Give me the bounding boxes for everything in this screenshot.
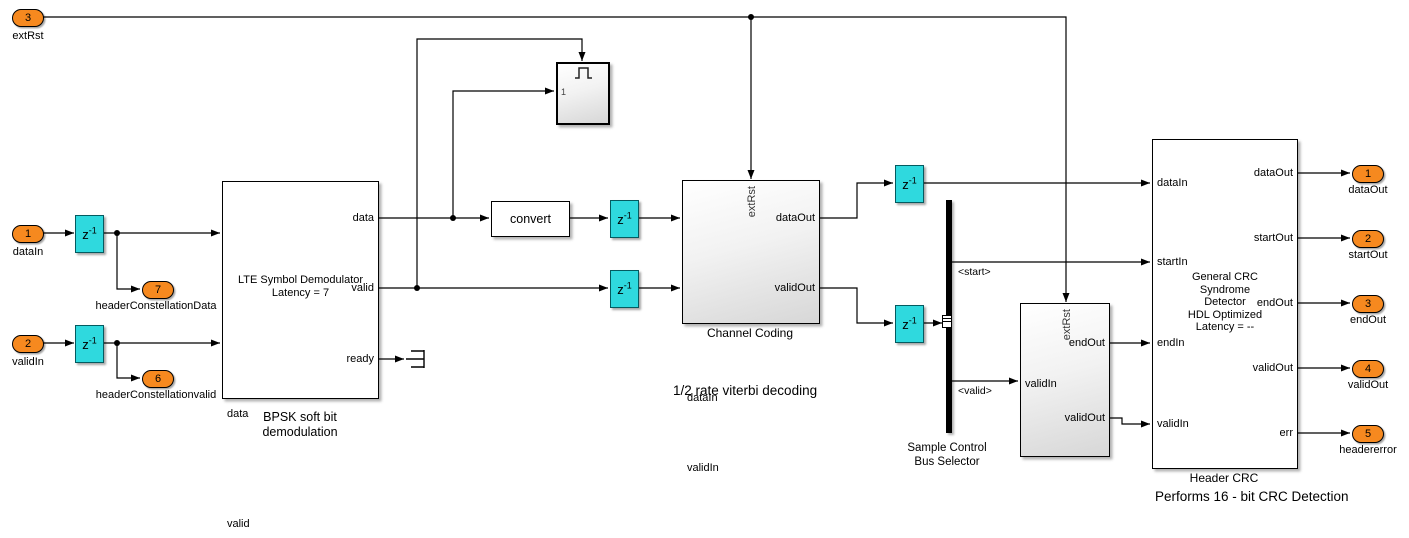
bus-selector-start-signal-label: <start> bbox=[958, 266, 991, 278]
branch-dots bbox=[114, 14, 754, 346]
outport-headerConstellationData[interactable]: 7 bbox=[142, 281, 174, 299]
outport-headererror-label: headererror bbox=[1339, 444, 1397, 456]
crc-in-startIn: startIn bbox=[1157, 256, 1188, 268]
inport-validIn-label: validIn bbox=[12, 356, 44, 368]
delay-block-data-out[interactable]: z-1 bbox=[895, 165, 924, 203]
demod-out-data: data bbox=[352, 212, 374, 224]
crc-out-dataOut: dataOut bbox=[1253, 167, 1293, 179]
channel-coding-out-dataOut: dataOut bbox=[775, 212, 815, 224]
crc-out-startOut: startOut bbox=[1253, 232, 1293, 244]
demod-in-valid: valid bbox=[227, 518, 250, 530]
delay-block-data-in[interactable]: z-1 bbox=[75, 215, 104, 253]
header-crc-caption: Header CRC bbox=[1189, 471, 1259, 485]
outport-startOut[interactable]: 2 bbox=[1352, 230, 1384, 248]
delay-block-valid-in[interactable]: z-1 bbox=[75, 325, 104, 363]
delay-block-data-mid[interactable]: z-1 bbox=[610, 200, 639, 238]
pulse-trigger-icon bbox=[575, 67, 592, 79]
crc-out-err: err bbox=[1279, 427, 1293, 439]
outport-validOut[interactable]: 4 bbox=[1352, 360, 1384, 378]
inport-validIn[interactable]: 2 bbox=[12, 335, 44, 353]
inport-dataIn-label: dataIn bbox=[12, 246, 44, 258]
outport-endOut[interactable]: 3 bbox=[1352, 295, 1384, 313]
demod-out-valid: valid bbox=[351, 282, 374, 294]
terminator-block[interactable] bbox=[406, 350, 425, 368]
channel-coding-out-validOut: validOut bbox=[774, 282, 815, 294]
sync-in-validIn: validIn bbox=[1025, 378, 1057, 390]
channel-coding-in-extRst: extRst bbox=[746, 186, 758, 218]
demod-caption: BPSK soft bit demodulation bbox=[262, 410, 338, 439]
outport-headerConstellationvalid[interactable]: 6 bbox=[142, 370, 174, 388]
sync-out-endOut: endOut bbox=[1068, 337, 1105, 349]
bus-selector-caption: Sample Control Bus Selector bbox=[907, 442, 987, 468]
demod-out-ready: ready bbox=[346, 353, 374, 365]
channel-coding-caption: Channel Coding bbox=[706, 326, 794, 340]
inport-extRst-label: extRst bbox=[12, 30, 44, 42]
header-crc-block[interactable]: dataIn startIn endIn validIn dataOut sta… bbox=[1152, 139, 1298, 469]
channel-coding-block[interactable]: extRst dataIn validIn dataOut validOut bbox=[682, 180, 820, 474]
outport-headerConstellationvalid-label: headerConstellationvalid bbox=[95, 389, 217, 401]
inport-dataIn[interactable]: 1 bbox=[12, 225, 44, 243]
outport-endOut-label: endOut bbox=[1349, 314, 1387, 326]
trigger-input-port: 1 bbox=[561, 87, 567, 97]
demod-in-data: data bbox=[227, 408, 249, 420]
delay-block-valid-mid[interactable]: z-1 bbox=[610, 270, 639, 308]
crc-out-endOut: endOut bbox=[1256, 297, 1293, 309]
sync-in-extRst: extRst bbox=[1061, 309, 1073, 341]
bus-selector-input-port bbox=[942, 315, 952, 328]
crc-annotation: Performs 16 - bit CRC Detection bbox=[1155, 489, 1349, 504]
outport-dataOut-label: dataOut bbox=[1348, 184, 1388, 196]
outport-dataOut[interactable]: 1 bbox=[1352, 165, 1384, 183]
viterbi-annotation: 1/2 rate viterbi decoding bbox=[673, 383, 818, 398]
sample-control-bus-selector-block[interactable] bbox=[942, 200, 952, 433]
outport-validOut-label: validOut bbox=[1347, 379, 1389, 391]
sync-subsystem-block[interactable]: extRst validIn endOut validOut bbox=[1020, 303, 1110, 457]
bus-selector-valid-signal-label: <valid> bbox=[958, 385, 992, 397]
inport-extRst[interactable]: 3 bbox=[12, 9, 44, 27]
outport-headerConstellationData-label: headerConstellationData bbox=[95, 300, 217, 312]
crc-in-dataIn: dataIn bbox=[1157, 177, 1188, 189]
outport-headererror[interactable]: 5 bbox=[1352, 425, 1384, 443]
triggered-subsystem-block[interactable]: 1 bbox=[556, 62, 610, 125]
delay-block-valid-out[interactable]: z-1 bbox=[895, 305, 924, 343]
sync-out-validOut: validOut bbox=[1064, 412, 1105, 424]
lte-symbol-demodulator-block[interactable]: data valid data valid ready LTE Symbol D… bbox=[222, 181, 379, 530]
crc-out-validOut: validOut bbox=[1252, 362, 1293, 374]
demod-body-text: LTE Symbol Demodulator Latency = 7 bbox=[237, 274, 364, 299]
outport-startOut-label: startOut bbox=[1348, 249, 1388, 261]
channel-coding-in-validIn: validIn bbox=[687, 462, 719, 474]
crc-body-text: General CRC Syndrome Detector HDL Optimi… bbox=[1187, 271, 1263, 333]
crc-in-endIn: endIn bbox=[1157, 337, 1185, 349]
convert-block[interactable]: convert bbox=[491, 201, 570, 237]
crc-in-validIn: validIn bbox=[1157, 418, 1189, 430]
channel-coding-in-dataIn: dataIn bbox=[687, 392, 718, 404]
